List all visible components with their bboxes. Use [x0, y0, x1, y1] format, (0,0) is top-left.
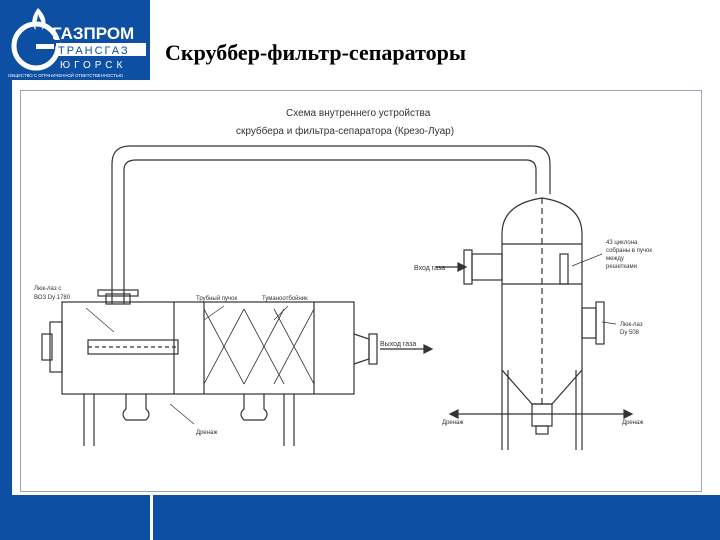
label-gas-in: Вход газа [414, 265, 445, 272]
footer-divider [150, 495, 153, 540]
label-drain-left: Дренаж [196, 430, 217, 436]
label-drain-right-b: Дренаж [622, 420, 643, 426]
label-cyclones: 43 циклона [606, 240, 638, 246]
header-divider [150, 0, 153, 80]
label-hatch-left-size: ВОЗ Dy 1780 [34, 295, 71, 301]
gazprom-logo-icon: ГАЗПРОМ ТРАНСГАЗ ЮГОРСК ОБЩЕСТВО С ОГРАН… [8, 8, 146, 78]
left-accent-bar [0, 80, 12, 540]
footer-bar [0, 495, 720, 540]
label-gas-out: Выход газа [380, 341, 416, 348]
separator-diagram: Схема внутреннего устройства скруббера и… [34, 108, 652, 450]
label-hatch-left: Люк-лаз с [34, 286, 61, 292]
header-bar: ГАЗПРОМ ТРАНСГАЗ ЮГОРСК ОБЩЕСТВО С ОГРАН… [0, 0, 720, 80]
label-cyclones-4: решетками [606, 264, 637, 270]
diagram-title-line2: скруббера и фильтра-сепаратора (Крезо-Лу… [236, 125, 454, 137]
company-logo: ГАЗПРОМ ТРАНСГАЗ ЮГОРСК ОБЩЕСТВО С ОГРАН… [0, 0, 150, 80]
logo-line1: ГАЗПРОМ [52, 24, 134, 43]
label-drain-right-a: Дренаж [442, 420, 463, 426]
label-cyclones-3: между [606, 256, 624, 262]
label-cyclones-2: собраны в пучок [606, 248, 652, 254]
separator-body [501, 197, 583, 405]
diagram-frame [20, 90, 702, 492]
page-title: Скруббер-фильтр-сепараторы [165, 40, 466, 65]
label-tube-bundle: Трубный пучок [196, 295, 237, 302]
label-hatch-right: Люк-лаз [620, 322, 643, 328]
logo-line3: ЮГОРСК [60, 60, 126, 71]
label-hatch-right-size: Dy 508 [620, 330, 640, 336]
diagram-title-line1: Схема внутреннего устройства [286, 108, 431, 119]
label-mist-eliminator: Туманоотбойник [262, 295, 308, 302]
logo-line2: ТРАНСГАЗ [58, 45, 130, 57]
logo-line4: ОБЩЕСТВО С ОГРАНИЧЕННОЙ ОТВЕТСТВЕННОСТЬЮ [8, 73, 124, 78]
